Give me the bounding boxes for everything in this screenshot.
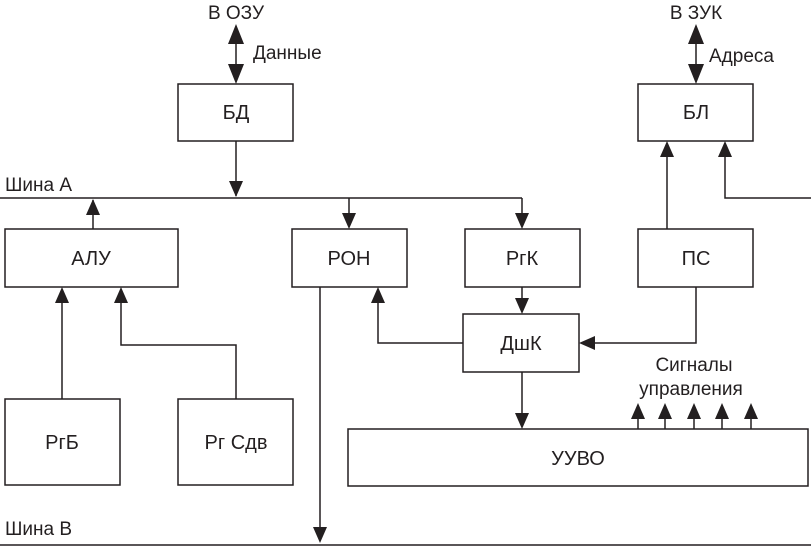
to-zuk-label: В ЗУК <box>670 3 722 24</box>
signal-arrow-1 <box>631 403 645 419</box>
rgsdv-alu-link <box>120 297 237 399</box>
dshk-ron-link <box>377 298 463 344</box>
block-rg-sdv-label: Рг Сдв <box>205 432 268 454</box>
rgb-to-alu-arrow <box>55 287 69 303</box>
block-rgb-rect <box>4 398 121 486</box>
arrowheads <box>55 24 758 543</box>
block-uuvo: УУВО <box>347 428 809 487</box>
signal-arrow-4 <box>715 403 729 419</box>
connections <box>61 30 811 533</box>
ps-to-dshk-arrow <box>579 336 595 350</box>
ps-to-bl-arrow <box>660 141 674 157</box>
ps-dshk-link <box>590 287 697 344</box>
block-ron-rect <box>291 228 408 288</box>
dshk-to-uuvo-arrow <box>515 413 529 429</box>
input-to-bl-arrow <box>718 141 732 157</box>
block-alu: АЛУ <box>4 228 179 288</box>
block-bl: БЛ <box>637 83 754 142</box>
ozu-arrow-up <box>228 24 244 44</box>
signal-arrow-5 <box>744 403 758 419</box>
signals-label-line2: управления <box>639 379 743 400</box>
block-dshk: ДшК <box>462 313 580 373</box>
block-rgk-rect <box>464 228 581 288</box>
block-ron: РОН <box>291 228 408 288</box>
block-dshk-label: ДшК <box>500 333 542 355</box>
block-alu-rect <box>4 228 179 288</box>
block-dshk-rect <box>462 313 580 373</box>
data-label: Данные <box>253 43 322 64</box>
zuk-arrow-down <box>688 64 704 84</box>
block-rgk: РгК <box>464 228 581 288</box>
block-bl-rect <box>637 83 754 142</box>
alu-to-bus-arrow <box>86 199 100 215</box>
input-bl-link <box>724 155 811 199</box>
bus-to-ron-arrow <box>342 213 356 229</box>
signals-label-line1: Сигналы <box>655 355 732 376</box>
block-bd-label: БД <box>223 102 250 124</box>
block-alu-label: АЛУ <box>71 248 111 270</box>
block-rgk-label: РгК <box>506 248 539 270</box>
block-bd: БД <box>177 83 294 142</box>
block-ps-label: ПС <box>682 248 711 270</box>
bus-a-label: Шина A <box>5 175 72 196</box>
block-ps-rect <box>637 228 754 288</box>
block-rgb: РгБ <box>4 398 121 486</box>
rgsdv-to-alu-arrow <box>114 287 128 303</box>
to-ozu-label: В ОЗУ <box>208 3 265 24</box>
ron-to-busb-arrow <box>313 527 327 543</box>
signal-arrow-3 <box>687 403 701 419</box>
block-bl-label: БЛ <box>683 102 709 124</box>
block-rg-sdv-rect <box>177 398 294 486</box>
dshk-to-ron-arrow <box>371 287 385 303</box>
bus-b-label: Шина B <box>5 519 72 540</box>
ozu-arrow-down <box>228 64 244 84</box>
block-rg-sdv: Рг Сдв <box>177 398 294 486</box>
block-bd-rect <box>177 83 294 142</box>
zuk-arrow-up <box>688 24 704 44</box>
block-ron-label: РОН <box>328 248 371 270</box>
signal-arrow-2 <box>658 403 672 419</box>
bd-to-bus-arrow <box>229 181 243 197</box>
bus-to-rgk-arrow <box>515 213 529 229</box>
block-uuvo-label: УУВО <box>551 448 605 470</box>
block-ps: ПС <box>637 228 754 288</box>
address-label: Адреса <box>709 46 774 67</box>
block-rgb-label: РгБ <box>45 432 79 454</box>
block-uuvo-rect <box>347 428 809 487</box>
rgk-to-dshk-arrow <box>515 298 529 314</box>
